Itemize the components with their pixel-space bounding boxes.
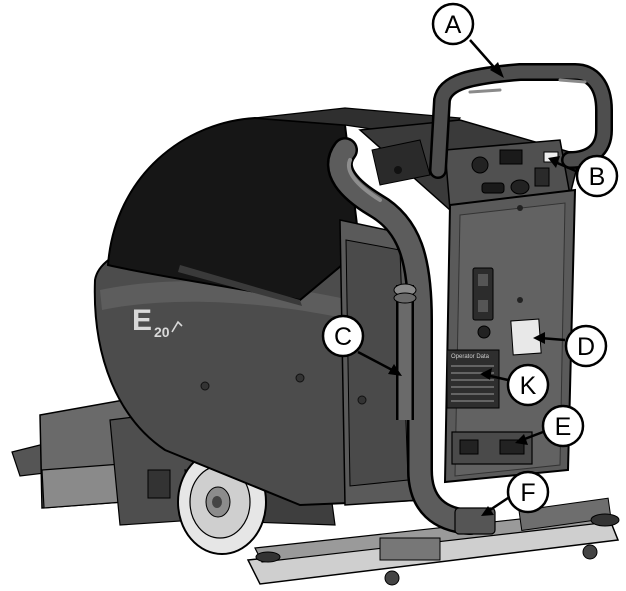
logo-brand: E (132, 304, 152, 337)
callout-d: D (564, 324, 608, 368)
svg-text:B: B (589, 163, 606, 191)
callout-f: F (506, 470, 550, 514)
plate-title: Operator Data (451, 354, 490, 360)
callout-leaders (357, 39, 579, 516)
svg-text:E: E (555, 413, 572, 441)
svg-text:D: D (577, 333, 595, 361)
svg-text:K: K (520, 372, 537, 400)
svg-text:F: F (520, 479, 535, 507)
callout-b: B (575, 154, 619, 198)
control-console (358, 119, 581, 211)
svg-text:A: A (445, 11, 462, 39)
handle-bar (429, 63, 613, 179)
callout-c: C (321, 314, 365, 358)
rear-panel: Operator Data (443, 188, 577, 484)
squeegee-hose (326, 137, 496, 535)
squeegee-assembly (246, 497, 620, 586)
callout-e: E (541, 404, 585, 448)
callout-k: K (506, 363, 550, 407)
callout-a: A (431, 2, 475, 46)
svg-text:C: C (334, 323, 352, 351)
logo-model: 20 (154, 324, 170, 340)
